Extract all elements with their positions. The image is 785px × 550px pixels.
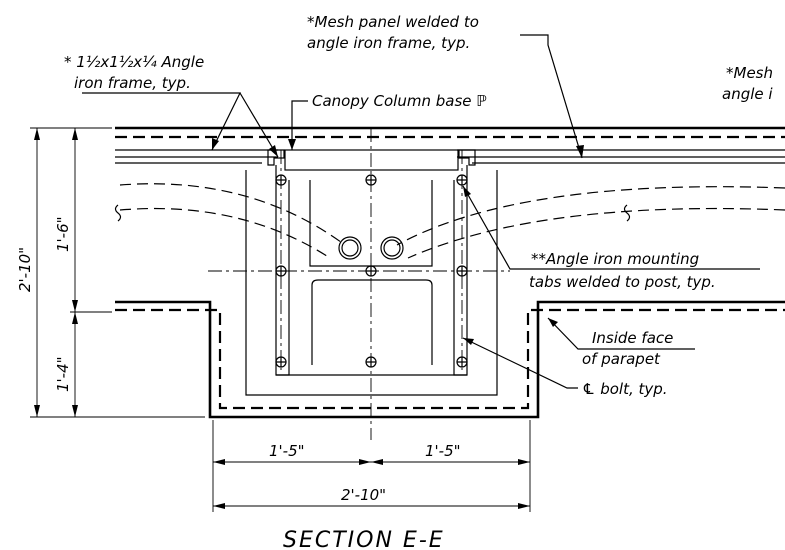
leader-inside-face [547,317,695,350]
dim-text-vertical-lower: 1'-4" [54,356,72,392]
bolt-mid-center [365,265,377,277]
leader-mounting-tabs-arrow [463,186,471,197]
note-mesh-cut-2: angle i [722,85,773,103]
leader-angle-frame-arrow-2 [269,145,278,157]
dim-arrow-vl-top [72,312,78,324]
dim-arrow-vt-top [34,128,40,140]
parapet-outline-solid-lower [115,300,785,419]
hidden-curve-left-2 [119,207,331,259]
note-mounting-tabs-2: tabs welded to post, typ. [529,273,716,291]
pipe-right-outer [380,236,404,260]
mounting-tab-right [458,149,476,166]
bolt-bot-center [365,356,377,368]
section-title: SECTION E-E [283,528,445,550]
pipe-right-inner [383,239,401,257]
leader-mesh-panel [520,34,583,159]
break-mark-left [114,204,122,222]
note-mesh-panel-2: angle iron frame, typ. [307,34,470,52]
bolt-bot-right [456,356,468,368]
hidden-curve-right-2 [407,207,785,259]
post-outline [245,170,498,396]
bolt-top-left [275,174,287,186]
dim-arrow-ht-right [518,503,530,509]
dim-text-vertical-total: 2'-10" [16,247,34,292]
dim-text-horizontal-right: 1'-5" [425,442,461,460]
canopy-base-plate [284,149,459,171]
dim-arrow-ht-left [213,503,225,509]
hidden-curve-right-1 [396,186,785,246]
dim-arrow-vu-top [72,128,78,140]
note-angle-frame-2: iron frame, typ. [74,74,191,92]
note-inside-face-2: of parapet [582,350,661,368]
dim-arrow-vu-bot [72,300,78,312]
dim-text-horizontal-left: 1'-5" [269,442,305,460]
leader-canopy-base [291,100,308,150]
bolt-bot-left [275,356,287,368]
parapet-outline-dashed-lower [115,308,785,410]
note-angle-frame-1: * 1½x1½x¼ Angle [64,53,204,71]
leader-cl-bolt [462,337,578,389]
hidden-curve-left-1 [119,183,346,246]
dim-arrow-hl-right [359,459,371,465]
bolt-top-right [456,174,468,186]
dim-arrow-hl-left [213,459,225,465]
leader-canopy-base-arrow [288,139,296,150]
note-cl-bolt: ℄ bolt, typ. [582,380,668,398]
leader-mounting-tabs [462,185,760,270]
dim-text-vertical-upper: 1'-6" [54,216,72,252]
note-mesh-cut-1: *Mesh [726,64,773,82]
leader-cl-bolt-arrow [463,338,474,345]
note-mesh-panel-1: *Mesh panel welded to [307,13,479,31]
post-inner-left [275,165,290,376]
dim-arrow-vt-bot [34,405,40,417]
note-canopy-base: Canopy Column base ℙ [312,92,487,110]
pipe-left-outer [338,236,362,260]
dim-arrow-hr-left [371,459,383,465]
note-inside-face-1: Inside face [592,329,673,347]
leader-angle-frame-arrow-1 [212,138,219,150]
channel-lower [311,279,433,365]
dim-text-horizontal-total: 2'-10" [341,486,386,504]
angle-frame-left [115,149,278,164]
bolt-mid-left [275,265,287,277]
leader-angle-frame [82,92,279,158]
note-mounting-tabs-1: **Angle iron mounting [531,250,699,268]
leader-mesh-panel-arrow [576,145,584,158]
dim-arrow-vl-bot [72,405,78,417]
leader-inside-face-arrow [548,318,558,327]
pipe-left-inner [341,239,359,257]
angle-frame-right [457,149,785,164]
mounting-tab-left [267,149,285,166]
bolt-top-center [365,174,377,186]
bolt-mid-right [456,265,468,277]
dim-arrow-hr-right [518,459,530,465]
break-mark-right [623,204,631,222]
